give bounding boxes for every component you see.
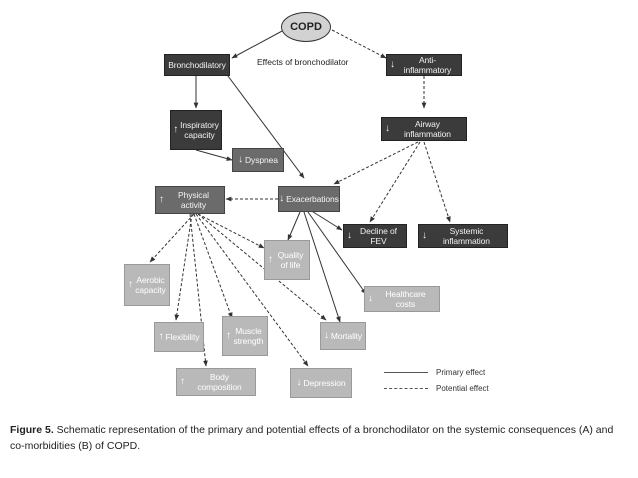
node-inspiratory-capacity: ↑ Inspiratory capacity [170, 110, 222, 150]
node-label: Aerobic capacity [135, 275, 166, 295]
node-label: Mortality [330, 331, 363, 341]
legend-primary-label: Primary effect [436, 367, 486, 377]
dashed-line-icon [384, 387, 428, 389]
up-arrow-icon: ↑ [226, 330, 231, 341]
node-muscle-strength: ↑ Muscle strength [222, 316, 268, 356]
node-body-composition: ↑ Body composition [176, 368, 256, 396]
node-label: Dyspnea [245, 155, 278, 165]
legend-potential: Potential effect [384, 380, 489, 396]
effects-label: Effects of bronchodilator [257, 57, 349, 67]
up-arrow-icon: ↑ [128, 279, 133, 290]
node-bronchodilatory: Bronchodilatory [164, 54, 230, 76]
down-arrow-icon: ↓ [279, 193, 285, 204]
node-label: Physical activity [178, 190, 209, 210]
node-label: Flexibility [165, 332, 200, 342]
down-arrow-icon: ↓ [323, 330, 329, 341]
node-label: Decline of FEV [360, 226, 397, 246]
node-quality-of-life: ↑ Quality of life [264, 240, 310, 280]
node-systemic-inflammation: ↓ Systemic inflammation [418, 224, 508, 248]
node-label: Muscle strength [233, 326, 264, 346]
node-label: Bronchodilatory [168, 60, 226, 70]
figure-label: Figure 5. [10, 424, 54, 436]
solid-line-icon [384, 371, 428, 373]
figure-caption: Figure 5. Schematic representation of th… [10, 422, 628, 454]
node-exacerbations: ↓ Exacerbations [278, 186, 340, 212]
node-airway-inflammation: ↓ Airway inflammation [381, 117, 467, 141]
up-arrow-icon: ↑ [268, 254, 273, 265]
down-arrow-icon: ↓ [422, 230, 427, 241]
node-label: Systemic inflammation [442, 226, 490, 246]
node-label: Healthcare costs [385, 289, 426, 309]
down-arrow-icon: ↓ [368, 293, 373, 304]
node-mortality: ↓ Mortality [320, 322, 366, 350]
node-label: Quality of life [277, 250, 304, 270]
down-arrow-icon: ↓ [390, 59, 395, 70]
legend: Primary effect Potential effect [384, 364, 489, 396]
node-dyspnea: ↓ Dyspnea [232, 148, 284, 172]
down-arrow-icon: ↓ [385, 123, 390, 134]
node-healthcare-costs: ↓ Healthcare costs [364, 286, 440, 312]
node-decline-fev: ↓ Decline of FEV [343, 224, 407, 248]
down-arrow-icon: ↓ [347, 230, 352, 241]
node-depression: ↓ Depression [290, 368, 352, 398]
down-arrow-icon: ↓ [238, 154, 244, 165]
up-arrow-icon: ↑ [173, 124, 179, 135]
caption-text: Schematic representation of the primary … [10, 424, 614, 452]
node-label: Inspiratory capacity [180, 120, 219, 140]
node-anti-inflammatory: ↓ Anti-inflammatory [386, 54, 462, 76]
up-arrow-icon: ↑ [158, 331, 164, 342]
node-physical-activity: ↑ Physical activity [155, 186, 225, 214]
node-label: Airway inflammation [403, 119, 451, 139]
node-flexibility: ↑ Flexibility [154, 322, 204, 352]
legend-primary: Primary effect [384, 364, 489, 380]
copd-node: COPD [281, 12, 331, 42]
node-label: Depression [303, 378, 346, 388]
node-label: Exacerbations [286, 194, 339, 204]
legend-potential-label: Potential effect [436, 383, 489, 393]
node-label: Body composition [197, 372, 242, 392]
up-arrow-icon: ↑ [159, 194, 164, 205]
node-aerobic-capacity: ↑ Aerobic capacity [124, 264, 170, 306]
node-label: Anti-inflammatory [403, 55, 452, 75]
down-arrow-icon: ↓ [296, 377, 302, 388]
up-arrow-icon: ↑ [180, 376, 185, 387]
